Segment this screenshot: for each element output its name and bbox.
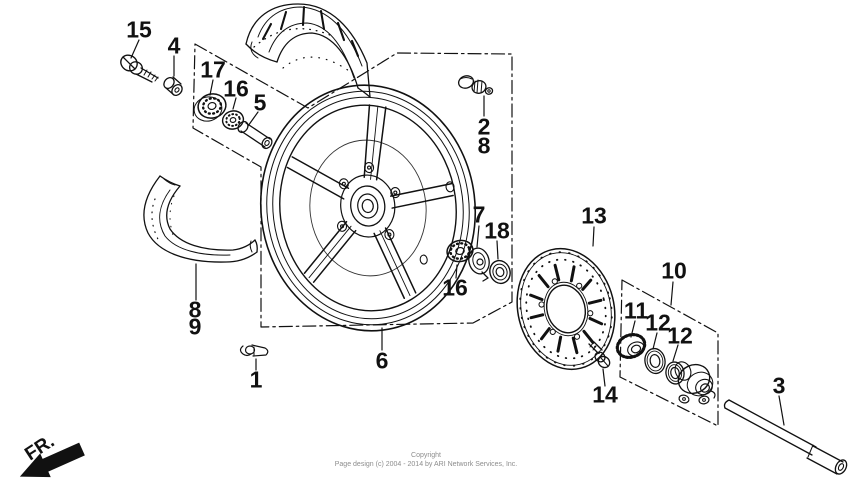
part-callout-13[interactable]: 13 <box>581 202 607 229</box>
washer-12b-drawing <box>665 361 685 385</box>
part-callout-14[interactable]: 14 <box>592 381 618 408</box>
bearing-16-right-drawing <box>446 239 474 263</box>
dust-seal-18-drawing <box>489 259 511 285</box>
valve-stem-drawing <box>457 75 494 95</box>
fr-arrow-icon <box>19 442 85 478</box>
part-callout-1[interactable]: 1 <box>249 366 263 393</box>
front-wheel-drawing <box>259 84 477 332</box>
part-callout-6[interactable]: 6 <box>375 347 389 374</box>
retainer-7-drawing <box>468 247 490 282</box>
part-callout-12a[interactable]: 12 <box>645 309 671 336</box>
part-callout-12b[interactable]: 12 <box>667 322 693 349</box>
gearbox-outline-box <box>619 279 719 427</box>
spacer-4-drawing <box>163 76 183 96</box>
bolt-15-drawing <box>120 54 159 83</box>
bolt-14-drawing <box>588 341 611 369</box>
part-callout-16b[interactable]: 16 <box>442 274 468 301</box>
copyright-line2: Page design (c) 2004 - 2014 by ARI Netwo… <box>334 460 518 468</box>
part-callout-15[interactable]: 15 <box>126 16 152 43</box>
bearing-17-drawing <box>193 93 227 122</box>
axle-3-drawing <box>723 399 848 475</box>
part-callout-10[interactable]: 10 <box>661 257 687 284</box>
collar-5-drawing <box>237 120 273 150</box>
part-callout-18[interactable]: 18 <box>484 217 510 244</box>
part-callout-4[interactable]: 4 <box>167 32 181 59</box>
copyright-line1: Copyright <box>411 452 441 459</box>
bearing-16-left-drawing <box>221 110 245 130</box>
speedometer-gearbox-drawing <box>674 361 716 405</box>
part-callout-9[interactable]: 9 <box>188 313 202 340</box>
part-callout-5[interactable]: 5 <box>253 89 267 116</box>
part-callout-16a[interactable]: 16 <box>223 75 249 102</box>
assembly-outline-box <box>192 43 513 328</box>
part-callout-8b[interactable]: 8 <box>188 296 202 323</box>
tire-section-left-drawing <box>143 175 258 263</box>
balance-weight-1-drawing <box>239 344 269 357</box>
part-callout-8a[interactable]: 8 <box>477 132 491 159</box>
part-callout-3[interactable]: 3 <box>772 372 786 399</box>
fr-direction-arrow: FR. <box>19 431 85 478</box>
washer-12a-drawing <box>644 347 666 375</box>
brake-disc-13-drawing <box>516 247 616 371</box>
part-callout-2[interactable]: 2 <box>477 113 491 140</box>
part-callout-11[interactable]: 11 <box>623 297 649 324</box>
gearbox-retainer-11-drawing <box>615 333 647 359</box>
part-callout-17[interactable]: 17 <box>200 56 226 83</box>
copyright-notice: Copyright Page design (c) 2004 - 2014 by… <box>266 452 586 469</box>
part-callout-7[interactable]: 7 <box>472 201 486 228</box>
tire-section-top-drawing <box>245 3 371 98</box>
